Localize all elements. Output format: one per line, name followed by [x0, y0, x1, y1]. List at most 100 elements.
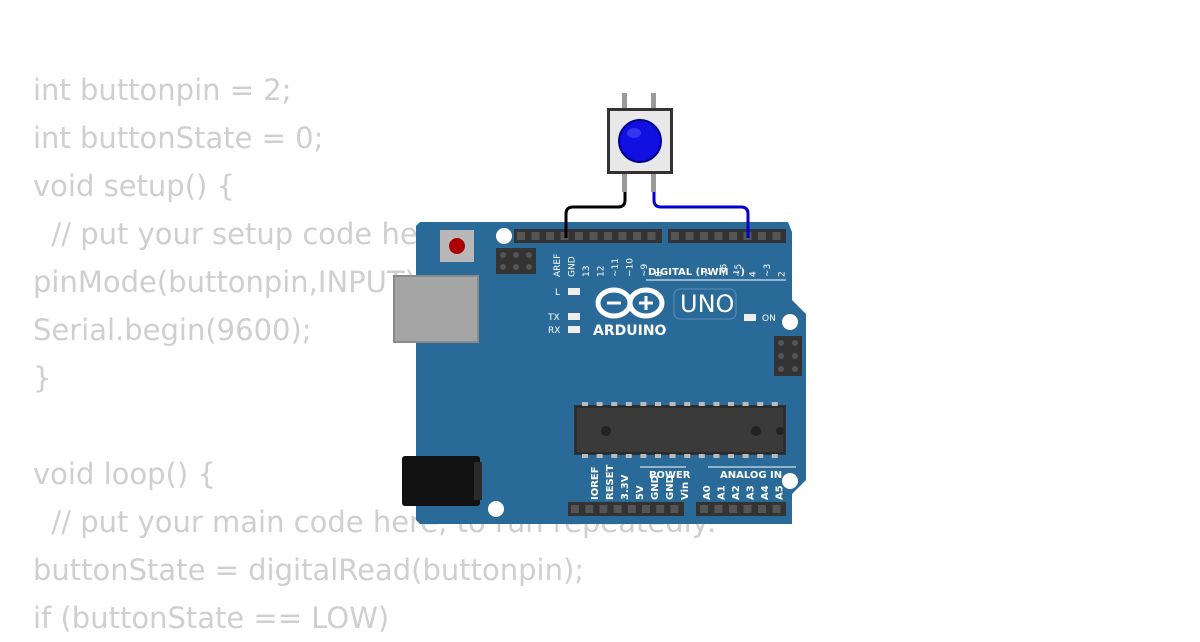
- header-hole: [729, 505, 737, 513]
- pin-label: IOREF: [590, 466, 601, 500]
- pin-label: ~5: [734, 264, 744, 277]
- code-line[interactable]: int buttonpin = 2;: [33, 73, 292, 107]
- pin-label: Vin: [680, 482, 691, 500]
- pin-label: A0: [702, 485, 713, 500]
- header-hole: [714, 505, 723, 513]
- code-line[interactable]: int buttonState = 0;: [33, 121, 324, 155]
- header-hole: [772, 505, 781, 513]
- led-on: [744, 314, 756, 321]
- gnd-wire: [564, 190, 627, 238]
- header-hole: [571, 505, 579, 513]
- header-hole: [627, 505, 636, 513]
- code-line[interactable]: buttonState = digitalRead(buttonpin);: [33, 553, 585, 587]
- header-hole: [670, 505, 679, 513]
- chip-pin: [742, 402, 749, 406]
- code-line[interactable]: void loop() {: [33, 457, 216, 491]
- digital-header-right: [668, 229, 786, 243]
- chip-pin: [582, 454, 588, 458]
- pin-label: ~11: [611, 258, 621, 277]
- chip-pin: [669, 402, 676, 406]
- power-header: [568, 502, 684, 516]
- chip-pin: [640, 402, 647, 406]
- pin-label: A3: [746, 485, 757, 500]
- header-hole: [656, 505, 665, 513]
- chip-pin: [596, 402, 603, 406]
- chip-pin: [698, 402, 705, 406]
- header-hole: [772, 232, 781, 240]
- code-line[interactable]: Serial.begin(9600);: [33, 313, 312, 347]
- pin-label: 3.3V: [620, 474, 631, 500]
- chip-pin: [698, 454, 705, 458]
- microcontroller-chip: [574, 405, 786, 455]
- model-label: UNO: [680, 290, 734, 318]
- chip-pin: [742, 454, 749, 458]
- pin-label: ~10: [626, 258, 636, 277]
- code-line[interactable]: void setup() {: [33, 169, 235, 203]
- chip-pin: [771, 454, 778, 458]
- chip-pin: [611, 454, 618, 458]
- header-hole: [685, 232, 694, 240]
- power-section-label: POWER: [649, 470, 691, 481]
- mounting-hole: [782, 473, 798, 489]
- chip-pin: [655, 402, 661, 406]
- header-hole: [700, 232, 708, 240]
- header-hole: [585, 505, 594, 513]
- header-hole: [531, 232, 540, 240]
- analog-section-label: ANALOG IN: [720, 470, 782, 481]
- header-hole: [575, 232, 583, 240]
- pin-label: TX 1: [792, 257, 802, 278]
- chip-pin: [757, 454, 764, 458]
- code-line[interactable]: pinMode(buttonpin,INPUT);: [33, 265, 426, 299]
- header-hole: [589, 232, 598, 240]
- pushbutton[interactable]: [607, 93, 673, 192]
- code-editor[interactable]: int buttonpin = 2; int buttonState = 0; vo…: [33, 66, 717, 642]
- mounting-hole: [488, 501, 504, 517]
- pin-label: A1: [717, 485, 728, 500]
- chip-pin: [684, 402, 691, 406]
- header-hole: [758, 232, 766, 240]
- pin-label: ~9: [640, 263, 650, 277]
- pin-label: GND: [665, 475, 676, 500]
- led-tx-label: TX: [547, 313, 560, 323]
- pin-label: RESET: [605, 464, 616, 500]
- usb-connector: [393, 275, 479, 343]
- power-jack: [402, 456, 482, 506]
- header-hole: [758, 505, 766, 513]
- led-rx-label: RX: [548, 326, 560, 336]
- chip-pin: [669, 454, 676, 458]
- header-hole: [743, 505, 752, 513]
- header-hole: [642, 505, 650, 513]
- mounting-hole: [782, 314, 798, 330]
- pin-label: GND: [568, 256, 578, 277]
- header-hole: [729, 232, 737, 240]
- pin-label: RX 0: [807, 256, 817, 277]
- header-hole: [517, 232, 525, 240]
- led-rx: [568, 326, 580, 333]
- pin-label: 2: [778, 271, 788, 277]
- chip-pin: [582, 402, 588, 406]
- icsp-header-right: [774, 336, 802, 376]
- chip-pin: [625, 454, 632, 458]
- pin-label: A2: [731, 485, 742, 500]
- pin-label: ~3: [763, 264, 773, 277]
- chip-pin: [713, 402, 720, 406]
- header-hole: [599, 505, 608, 513]
- chip-pin: [684, 454, 691, 458]
- led-tx: [568, 313, 580, 320]
- reset-button[interactable]: [440, 230, 474, 262]
- header-hole: [633, 232, 641, 240]
- pin-label: 8: [655, 271, 665, 277]
- pin-label: A4: [760, 485, 771, 500]
- code-line[interactable]: }: [33, 361, 52, 395]
- on-label: ON: [762, 314, 776, 324]
- icsp-header-top: [496, 248, 536, 274]
- pushbutton-cap-icon[interactable]: [618, 119, 662, 163]
- chip-pin: [655, 454, 661, 458]
- header-hole: [647, 232, 656, 240]
- header-hole: [613, 505, 622, 513]
- chip-pin: [596, 454, 603, 458]
- pin-label: 13: [582, 266, 592, 277]
- code-line[interactable]: if (buttonState == LOW): [33, 601, 390, 635]
- pin-label: 4: [749, 271, 759, 277]
